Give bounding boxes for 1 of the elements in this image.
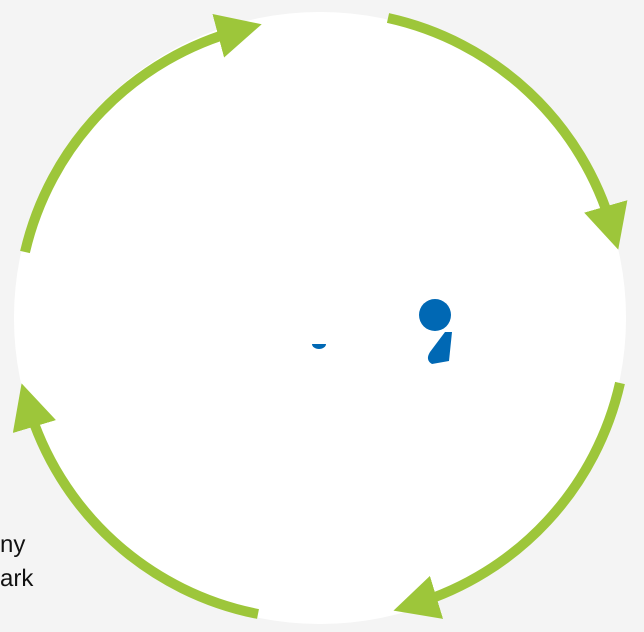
caption-text: ny ark	[0, 530, 34, 594]
